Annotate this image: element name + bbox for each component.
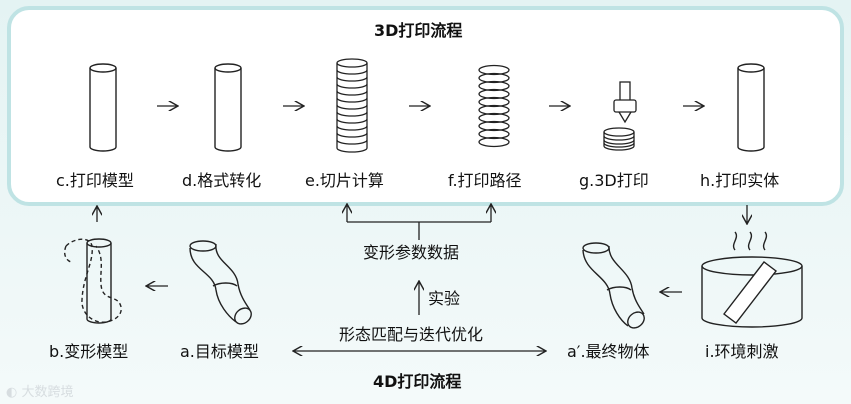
step-label-a-prime: a′.最终物体: [567, 342, 650, 361]
experiment-label: 实验: [428, 289, 461, 308]
step-label-g: g.3D打印: [579, 171, 649, 190]
watermark: ◐ 大数跨境: [6, 381, 74, 400]
cylinder-icon: [89, 63, 117, 152]
deformed-model-icon: [63, 238, 122, 324]
title-3d-process: 3D打印流程: [374, 21, 463, 40]
step-label-b: b.变形模型: [49, 342, 129, 361]
spiral-path-icon: [478, 64, 510, 148]
bent-pipe-icon: [582, 242, 645, 329]
step-label-h: h.打印实体: [700, 171, 780, 190]
step-label-c: c.打印模型: [56, 171, 134, 190]
step-label-a: a.目标模型: [180, 342, 259, 361]
title-4d-process: 4D打印流程: [373, 372, 462, 391]
step-label-d: d.格式转化: [182, 171, 262, 190]
matching-label: 形态匹配与迭代优化: [339, 325, 484, 344]
step-label-i: i.环境刺激: [705, 342, 779, 361]
step-label-e: e.切片计算: [305, 171, 384, 190]
printer-nozzle-icon: [603, 81, 637, 151]
bent-pipe-icon: [189, 240, 252, 325]
step-label-f: f.打印路径: [448, 171, 522, 190]
params-label: 变形参数数据: [363, 243, 460, 262]
cylinder-icon: [737, 63, 765, 152]
watermark-logo-icon: ◐: [6, 385, 18, 400]
watermark-text: 大数跨境: [21, 385, 74, 400]
stimulus-tank-icon: [701, 231, 803, 328]
sliced-cylinder-icon: [336, 58, 368, 153]
cylinder-icon: [214, 63, 242, 152]
